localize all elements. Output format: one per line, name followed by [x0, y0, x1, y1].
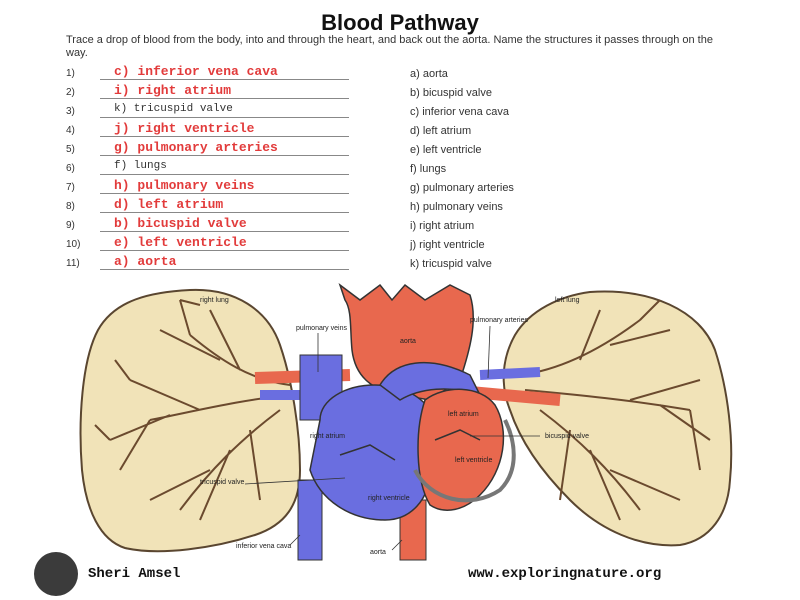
answer-number: 3): [66, 106, 75, 117]
heart-left-side: [417, 388, 505, 511]
answer-number: 11): [66, 258, 80, 269]
answer-line: f) lungs: [100, 159, 349, 175]
leader-lines: [244, 325, 540, 551]
option-item: f) lungs: [410, 163, 447, 175]
pulmonary-artery-right-branch: [469, 386, 561, 406]
option-item: e) left ventricle: [410, 144, 482, 156]
option-item: d) left atrium: [410, 125, 472, 137]
answer-line: e) left ventricle: [100, 235, 349, 251]
option-item: b) bicuspid valve: [410, 87, 492, 99]
answer-number: 5): [66, 144, 75, 155]
author-credit: Sheri Amsel: [88, 566, 181, 582]
option-item: j) right ventricle: [410, 239, 485, 251]
left-lung-bronchi: [519, 299, 711, 521]
label-right-ventricle: right ventricle: [368, 495, 410, 502]
pulmonary-vein-right: [479, 367, 541, 380]
answer-number: 8): [66, 201, 75, 212]
answer-number: 2): [66, 87, 75, 98]
answer-number: 9): [66, 220, 75, 231]
label-left-lung: left lung: [555, 297, 580, 304]
label-left-ventricle: left ventricle: [455, 457, 492, 464]
answer-line: i) right atrium: [100, 83, 349, 99]
website-credit: www.exploringnature.org: [468, 566, 662, 582]
answer-line: c) inferior vena cava: [100, 64, 349, 80]
answer-number: 10): [66, 239, 81, 250]
page-title: Blood Pathway: [321, 10, 479, 35]
instructions-text: Trace a drop of blood from the body, int…: [66, 34, 713, 59]
label-tricuspid-valve: tricuspid valve: [200, 479, 244, 486]
heart-wall: [413, 419, 516, 503]
option-item: c) inferior vena cava: [410, 106, 510, 118]
label-aorta-bottom: aorta: [370, 549, 386, 556]
answer-line: k) tricuspid valve: [100, 102, 349, 118]
tricuspid-valve-mark: [339, 444, 396, 461]
label-pulmonary-veins: pulmonary veins: [296, 325, 347, 332]
inferior-vena-cava: [297, 479, 323, 561]
label-right-lung: right lung: [200, 297, 229, 304]
lens-icon[interactable]: [34, 552, 78, 596]
answer-line: h) pulmonary veins: [100, 178, 349, 194]
answer-number: 6): [66, 163, 75, 174]
option-item: k) tricuspid valve: [410, 258, 492, 270]
right-lung-bronchi: [94, 299, 291, 521]
bicuspid-valve-mark: [434, 429, 481, 441]
answer-line: d) left atrium: [100, 197, 349, 213]
answer-number: 7): [66, 182, 75, 193]
left-lung: [502, 290, 733, 547]
label-right-atrium: right atrium: [310, 433, 345, 440]
answer-line: j) right ventricle: [100, 121, 349, 137]
answer-number: 4): [66, 125, 75, 136]
answer-line: b) bicuspid valve: [100, 216, 349, 232]
label-left-atrium: left atrium: [448, 411, 479, 418]
option-item: i) right atrium: [410, 220, 475, 232]
answer-line: g) pulmonary arteries: [100, 140, 349, 156]
answer-number: 1): [66, 68, 75, 79]
right-lung: [79, 288, 302, 553]
pulmonary-trunk: [379, 362, 482, 401]
label-inferior-vena-cava: inferior vena cava: [236, 543, 291, 550]
option-item: h) pulmonary veins: [410, 201, 503, 213]
option-item: g) pulmonary arteries: [410, 182, 514, 194]
answer-line: a) aorta: [100, 254, 349, 270]
label-bicuspid-valve: bicuspid valve: [545, 433, 589, 440]
label-pulmonary-arteries: pulmonary arteries: [470, 317, 528, 324]
label-aorta-top: aorta: [400, 338, 416, 345]
option-item: a) aorta: [410, 68, 448, 80]
